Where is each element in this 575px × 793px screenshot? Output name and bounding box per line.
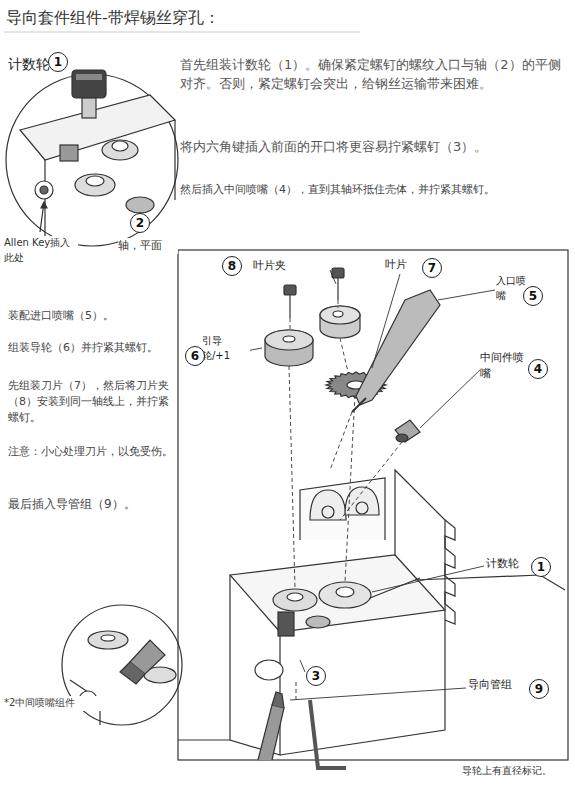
label-text: 计数轮 [8, 56, 50, 72]
label-text: 轴，平面 [118, 239, 162, 252]
assembly-lines [289, 300, 402, 700]
callout-circle: 7 [422, 258, 442, 278]
allen-key [310, 700, 346, 768]
exploded-parts [265, 268, 440, 442]
text-label: 然后插入中间喷嘴（4），直到其轴环抵住壳体，并拧紧其螺钉。 [180, 182, 565, 198]
label-text: 中间件喷嘴 [480, 351, 524, 380]
text-label: 轴，平面 [118, 238, 178, 254]
text-label: 将内六角键插入前面的开口将更容易拧紧螺钉（3）。 [180, 138, 565, 157]
label-text: 入口喷嘴 [496, 275, 526, 301]
callout-number: 5 [529, 289, 537, 303]
text-label: 注意：小心处理刀片，以免受伤。 [8, 444, 173, 460]
callout-number: 7 [428, 261, 436, 275]
callout-number: 9 [535, 682, 543, 696]
detail-inset [6, 74, 178, 246]
text-label: 计数轮 [486, 556, 532, 572]
text-label: 引导轮/+1 [202, 334, 250, 363]
label-text: 将内六角键插入前面的开口将更容易拧紧螺钉（3）。 [180, 139, 487, 154]
text-label: 装配进口喷嘴（5）。 [8, 308, 173, 324]
label-text: 注意：小心处理刀片，以免受伤。 [8, 445, 173, 458]
title-rule [4, 31, 360, 32]
label-text: 叶片 [385, 258, 407, 271]
callout-number: 6 [191, 349, 199, 363]
text-label: 叶片 [385, 257, 417, 273]
guide-tube [258, 692, 284, 760]
callout-circle: 6 [185, 346, 205, 366]
text-label: 叶片夹 [253, 258, 303, 274]
callout-number: 1 [54, 55, 62, 69]
callout-circle: 1 [48, 52, 68, 72]
label-text: Allen Key插入此处 [4, 237, 70, 263]
leader-lines [225, 270, 495, 700]
text-label: Allen Key插入此处 [4, 236, 78, 265]
callout-circle: 2 [130, 213, 150, 233]
label-text: 引导轮/+1 [202, 335, 230, 361]
label-text: 先组装刀片（7），然后将刀片夹（8）安装到同一轴线上，并拧紧螺钉。 [8, 379, 169, 424]
illustration-frame [178, 250, 568, 760]
housing [178, 470, 565, 755]
label-text: 然后插入中间喷嘴（4），直到其轴环抵住壳体，并拧紧其螺钉。 [180, 183, 495, 196]
text-label: 首先组装计数轮（1）。确保紧定螺钉的螺纹入口与轴（2）的平侧对齐。否则，紧定螺钉… [180, 56, 565, 94]
inset-nozzle [70, 631, 176, 725]
callout-number: 1 [537, 560, 545, 574]
text-label: 最后插入导管组（9）。 [8, 496, 173, 513]
label-text: 装配进口喷嘴（5）。 [8, 309, 114, 322]
callout-circle: 5 [523, 286, 543, 306]
text-label: 导向管组 [468, 677, 530, 693]
label-text: 组装导轮（6）并拧紧其螺钉。 [8, 341, 158, 354]
text-label: 组装导轮（6）并拧紧其螺钉。 [8, 340, 173, 356]
label-text: 首先组装计数轮（1）。确保紧定螺钉的螺纹入口与轴（2）的平侧对齐。否则，紧定螺钉… [180, 57, 561, 91]
page-title: 导向套件组件-带焊锡丝穿孔： [6, 6, 220, 29]
callout-circle: 8 [222, 256, 242, 276]
callout-number: 4 [534, 362, 542, 376]
text-label: 导轮上有直径标记。 [462, 764, 572, 779]
callout-number: 3 [312, 669, 320, 683]
label-text: *2中间喷嘴组件 [4, 697, 75, 708]
label-text: 导轮上有直径标记。 [462, 765, 552, 776]
illustration-lines [4, 32, 568, 768]
label-text: 最后插入导管组（9）。 [8, 497, 136, 511]
callout-circle: 3 [306, 666, 326, 686]
title-text: 导向套件组件-带焊锡丝穿孔： [6, 8, 220, 27]
text-label: 先组装刀片（7），然后将刀片夹（8）安装到同一轴线上，并拧紧螺钉。 [8, 378, 173, 426]
callout-number: 8 [228, 259, 236, 273]
text-label: *2中间喷嘴组件 [4, 696, 114, 711]
label-text: 计数轮 [486, 557, 519, 570]
label-text: 叶片夹 [253, 259, 286, 272]
callout-circle: 9 [529, 679, 549, 699]
callout-circle: 4 [528, 359, 548, 379]
text-label: 中间件喷嘴 [480, 350, 534, 382]
inset-mechanism [20, 70, 175, 240]
callout-circle: 1 [531, 557, 551, 577]
callout-number: 2 [136, 216, 144, 230]
label-text: 导向管组 [468, 678, 512, 691]
